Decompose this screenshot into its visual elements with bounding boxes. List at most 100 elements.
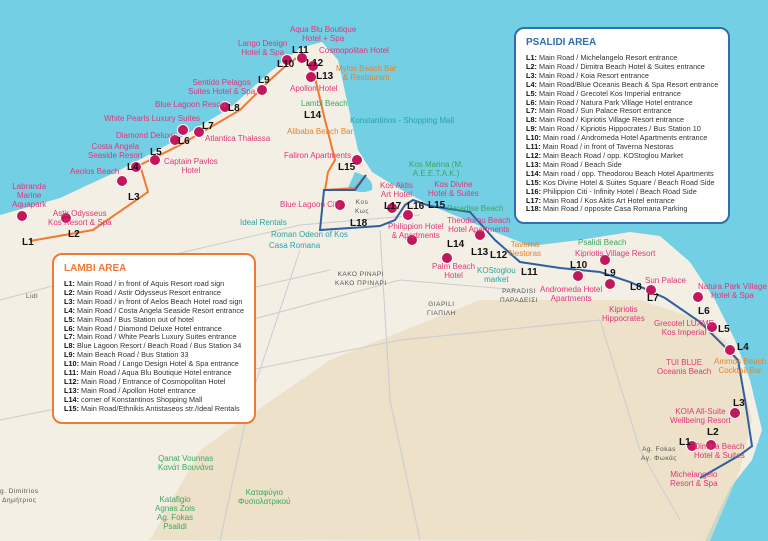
place-label[interactable]: Kos Marina (M. Α.Ε.Ε.Τ.Α.Κ.) [409, 160, 464, 178]
hotel-label[interactable]: Sentido Pelagos Suites Hotel & Spa [188, 78, 256, 96]
hotel-marker-icon[interactable] [130, 161, 142, 173]
hotel-label[interactable]: White Pearls Luxury Suites [104, 114, 201, 123]
hotel-label[interactable]: Philippion Hotel & Apartments [388, 222, 444, 240]
hotel-marker-icon[interactable] [599, 254, 611, 266]
place-label[interactable]: Paradise Beach [447, 204, 504, 213]
hotel-marker-icon[interactable] [149, 154, 161, 166]
restaurant-label[interactable]: Mylos Beach Bar & Restaurant [336, 64, 397, 82]
hotel-label[interactable]: Kos Aktis Art Hotel [380, 181, 413, 199]
hotel-label[interactable]: Grecotel LUXME Kos Imperial [654, 319, 715, 337]
legend-stop-row: L5: Main Road / Bus Station out of hotel [64, 315, 244, 325]
place-label[interactable]: Konstantinos - Shopping Mall [350, 116, 455, 125]
restaurant-label[interactable]: Taverna Nestoras [509, 240, 542, 258]
place-label[interactable]: Roman Odeon of Kos [271, 230, 348, 239]
area-label: GIAPILI ΓΙΑΠΙΛΗ [427, 301, 456, 317]
area-label: ΚΑΚΟ ΡΙΝΑΡΙ ΚΑΚΟ ΠΡΙΝΑΡΙ [335, 271, 387, 287]
hotel-label[interactable]: Dimitra Beach Hotel & Suites [694, 442, 745, 460]
hotel-label[interactable]: Andromeda Hotel Apartments [540, 285, 603, 303]
area-label: Lidl [26, 293, 39, 300]
hotel-marker-icon[interactable] [219, 101, 231, 113]
stop-description: Main Road / Michelangelo Resort entrance [538, 53, 678, 62]
hotel-marker-icon[interactable] [692, 291, 704, 303]
hotel-marker-icon[interactable] [281, 54, 293, 66]
stop-description: Main Road / Grecotel Kos Imperial entran… [538, 88, 681, 98]
hotel-marker-icon[interactable] [193, 126, 205, 138]
hotel-label[interactable]: Astir Odysseus Kos Resort & Spa [48, 209, 112, 227]
place-label[interactable]: Psalidi Beach [578, 238, 627, 247]
restaurant-label[interactable]: Alibaba Beach Bar [287, 127, 354, 136]
hotel-marker-icon[interactable] [334, 199, 346, 211]
hotel-label[interactable]: Lango Design Hotel & Spa [238, 39, 288, 57]
place-label[interactable]: KOStoglou market [477, 266, 516, 284]
hotel-marker-icon[interactable] [572, 270, 584, 282]
hotel-marker-icon[interactable] [604, 278, 616, 290]
hotel-marker-icon[interactable] [177, 124, 189, 136]
stop-code: L5: [526, 88, 537, 98]
hotel-marker-icon[interactable] [729, 407, 741, 419]
area-label: Ag. Fokas Αγ. Φωκάς [641, 446, 677, 462]
stop-code: L4: [64, 305, 75, 315]
hotel-label[interactable]: Atlantica Thalassa [205, 134, 271, 143]
hotel-label[interactable]: Theodorou Beach Hotel Apartments [447, 216, 511, 234]
restaurant-label[interactable]: Ammos Beach Cocktail Bar [714, 357, 767, 375]
place-label[interactable]: Καταφύγιο Φυσιολατρικού [238, 488, 291, 506]
hotel-label[interactable]: TUI BLUE Oceanis Beach [657, 358, 712, 376]
hotel-label[interactable]: Captain Pavlos Hotel [164, 157, 218, 175]
area-label: Kos Κως [355, 199, 369, 215]
hotel-label[interactable]: Faliron Apartments [284, 151, 352, 160]
hotel-label[interactable]: Aeolos Beach [70, 167, 120, 176]
hotel-label[interactable]: Michelangelo Resort & Spa [670, 470, 718, 488]
hotel-label[interactable]: Apollon Hotel [290, 84, 338, 93]
legend-stop-row: L6: Main Road / Diamond Deluxe Hotel ent… [64, 324, 244, 334]
hotel-marker-icon[interactable] [351, 154, 363, 166]
hotel-label[interactable]: Kipriotis Hippocrates [602, 305, 645, 323]
hotel-marker-icon[interactable] [256, 84, 268, 96]
hotel-label[interactable]: Blue Lagoon City [280, 200, 341, 209]
hotel-label[interactable]: Kos Divine Hotel & Suites [428, 180, 479, 198]
hotel-marker-icon[interactable] [724, 344, 736, 356]
hotel-marker-icon[interactable] [402, 209, 414, 221]
hotel-marker-icon[interactable] [706, 321, 718, 333]
hotel-marker-icon[interactable] [16, 210, 28, 222]
hotel-label[interactable]: Blue Lagoon Resort [155, 100, 226, 109]
hotel-marker-icon[interactable] [116, 175, 128, 187]
place-label[interactable]: Katafigio Agnas Zois Ag. Fokas Psalidi [155, 495, 196, 531]
place-label[interactable]: Lambi Beach [301, 99, 348, 108]
legend-stop-row: L1: Main Road / Michelangelo Resort entr… [526, 53, 718, 63]
place-label[interactable]: Ideal Rentals [240, 218, 287, 227]
hotel-marker-icon[interactable] [441, 252, 453, 264]
hotel-label[interactable]: Palm Beach Hotel [432, 262, 476, 280]
lambi-stop-label: L14 [304, 110, 322, 121]
psalidi-stop-label: L16 [407, 201, 425, 212]
stop-description: Main Road / opposite Casa Romana Parking [543, 204, 688, 214]
stop-code: L14: [526, 168, 542, 178]
lambi-stop-label: L8 [228, 103, 240, 114]
hotel-label[interactable]: KOIA All-Suite Wellbeing Resort [670, 407, 731, 425]
area-label: g. Dimitrios Δημήτριος [0, 488, 39, 504]
hotel-marker-icon[interactable] [406, 234, 418, 246]
hotel-marker-icon[interactable] [169, 134, 181, 146]
stop-code: L3: [64, 296, 75, 306]
hotel-label[interactable]: Sun Palace [645, 276, 686, 285]
hotel-label[interactable]: Natura Park Village Hotel & Spa [698, 282, 767, 300]
hotel-label[interactable]: Aqua Blu Boutique Hotel + Spa [290, 25, 357, 43]
hotel-label[interactable]: Diamond Deluxe [116, 131, 176, 140]
lambi-stop-label: L12 [306, 58, 324, 69]
hotel-marker-icon[interactable] [474, 229, 486, 241]
hotel-label[interactable]: Labranda Marine Aquapark [12, 182, 47, 209]
place-label[interactable]: Qanat Vounnas Κανάτ Βουνάνα [158, 454, 214, 472]
legend-stop-row: L17: Main Road / Kos Aktis Art Hotel ent… [526, 196, 718, 206]
hotel-marker-icon[interactable] [296, 52, 308, 64]
hotel-label[interactable]: Kipriotis Village Resort [575, 249, 656, 258]
hotel-marker-icon[interactable] [305, 71, 317, 83]
hotel-marker-icon[interactable] [386, 202, 398, 214]
hotel-marker-icon[interactable] [645, 284, 657, 296]
place-label[interactable]: Casa Romana [269, 241, 321, 250]
stop-code: L13: [526, 159, 542, 169]
hotel-marker-icon[interactable] [705, 439, 717, 451]
psalidi-stop-label: L7 [647, 293, 659, 304]
hotel-marker-icon[interactable] [60, 212, 72, 224]
hotel-label[interactable]: Cosmopolitan Hotel [319, 46, 389, 55]
hotel-marker-icon[interactable] [686, 440, 698, 452]
hotel-label[interactable]: Costa Angela Seaside Resort [88, 142, 143, 160]
